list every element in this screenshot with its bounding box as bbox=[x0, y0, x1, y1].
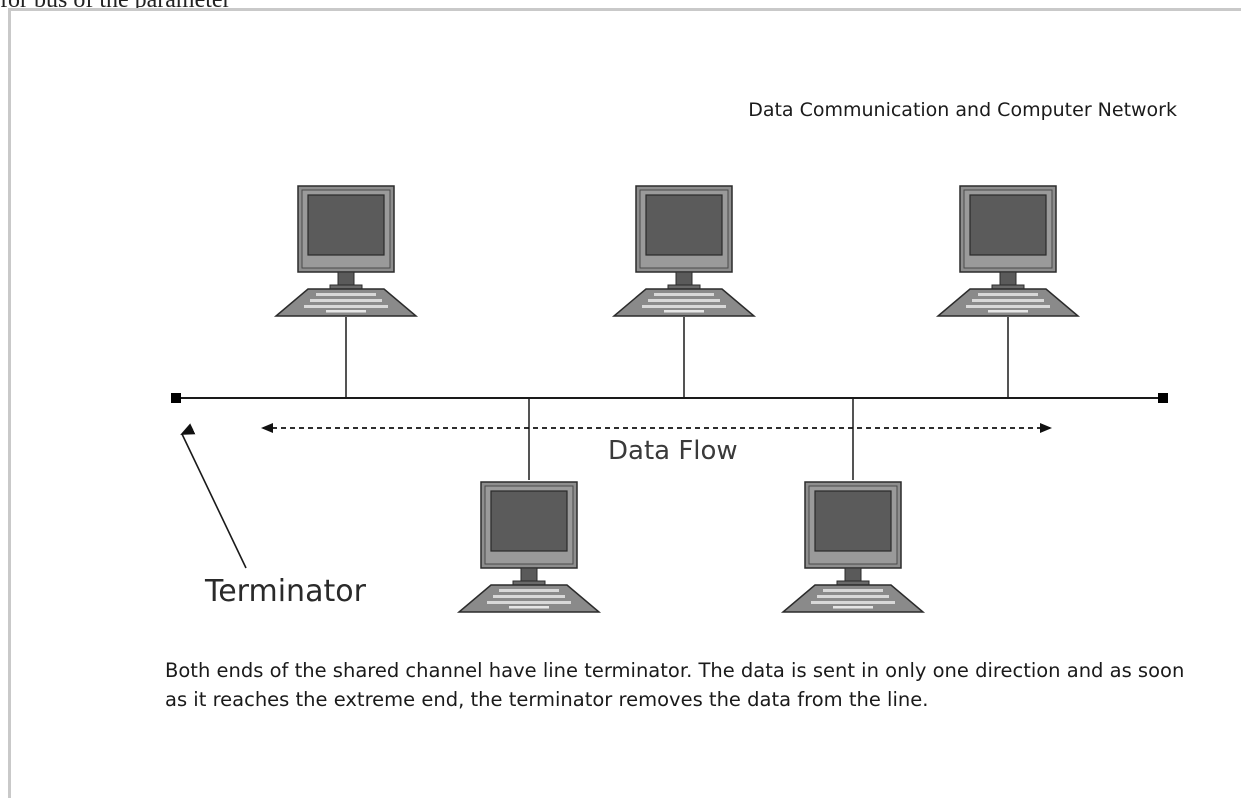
computer-icon bbox=[458, 481, 600, 613]
caption-paragraph: Both ends of the shared channel have lin… bbox=[165, 659, 1185, 711]
right-terminator bbox=[1158, 393, 1168, 403]
left-terminator bbox=[171, 393, 181, 403]
terminator-pointer-arrow bbox=[180, 423, 247, 569]
computer-icon bbox=[782, 481, 924, 613]
computer-icon bbox=[275, 185, 417, 317]
computer-icon bbox=[937, 185, 1079, 317]
document-header-title: Data Communication and Computer Network bbox=[748, 99, 1177, 121]
computer-icon bbox=[613, 185, 755, 317]
terminator-label: Terminator bbox=[205, 574, 366, 609]
data-flow-label: Data Flow bbox=[608, 436, 738, 466]
cut-off-text: for bus of the parameter bbox=[0, 0, 520, 11]
document-page bbox=[8, 8, 1241, 798]
